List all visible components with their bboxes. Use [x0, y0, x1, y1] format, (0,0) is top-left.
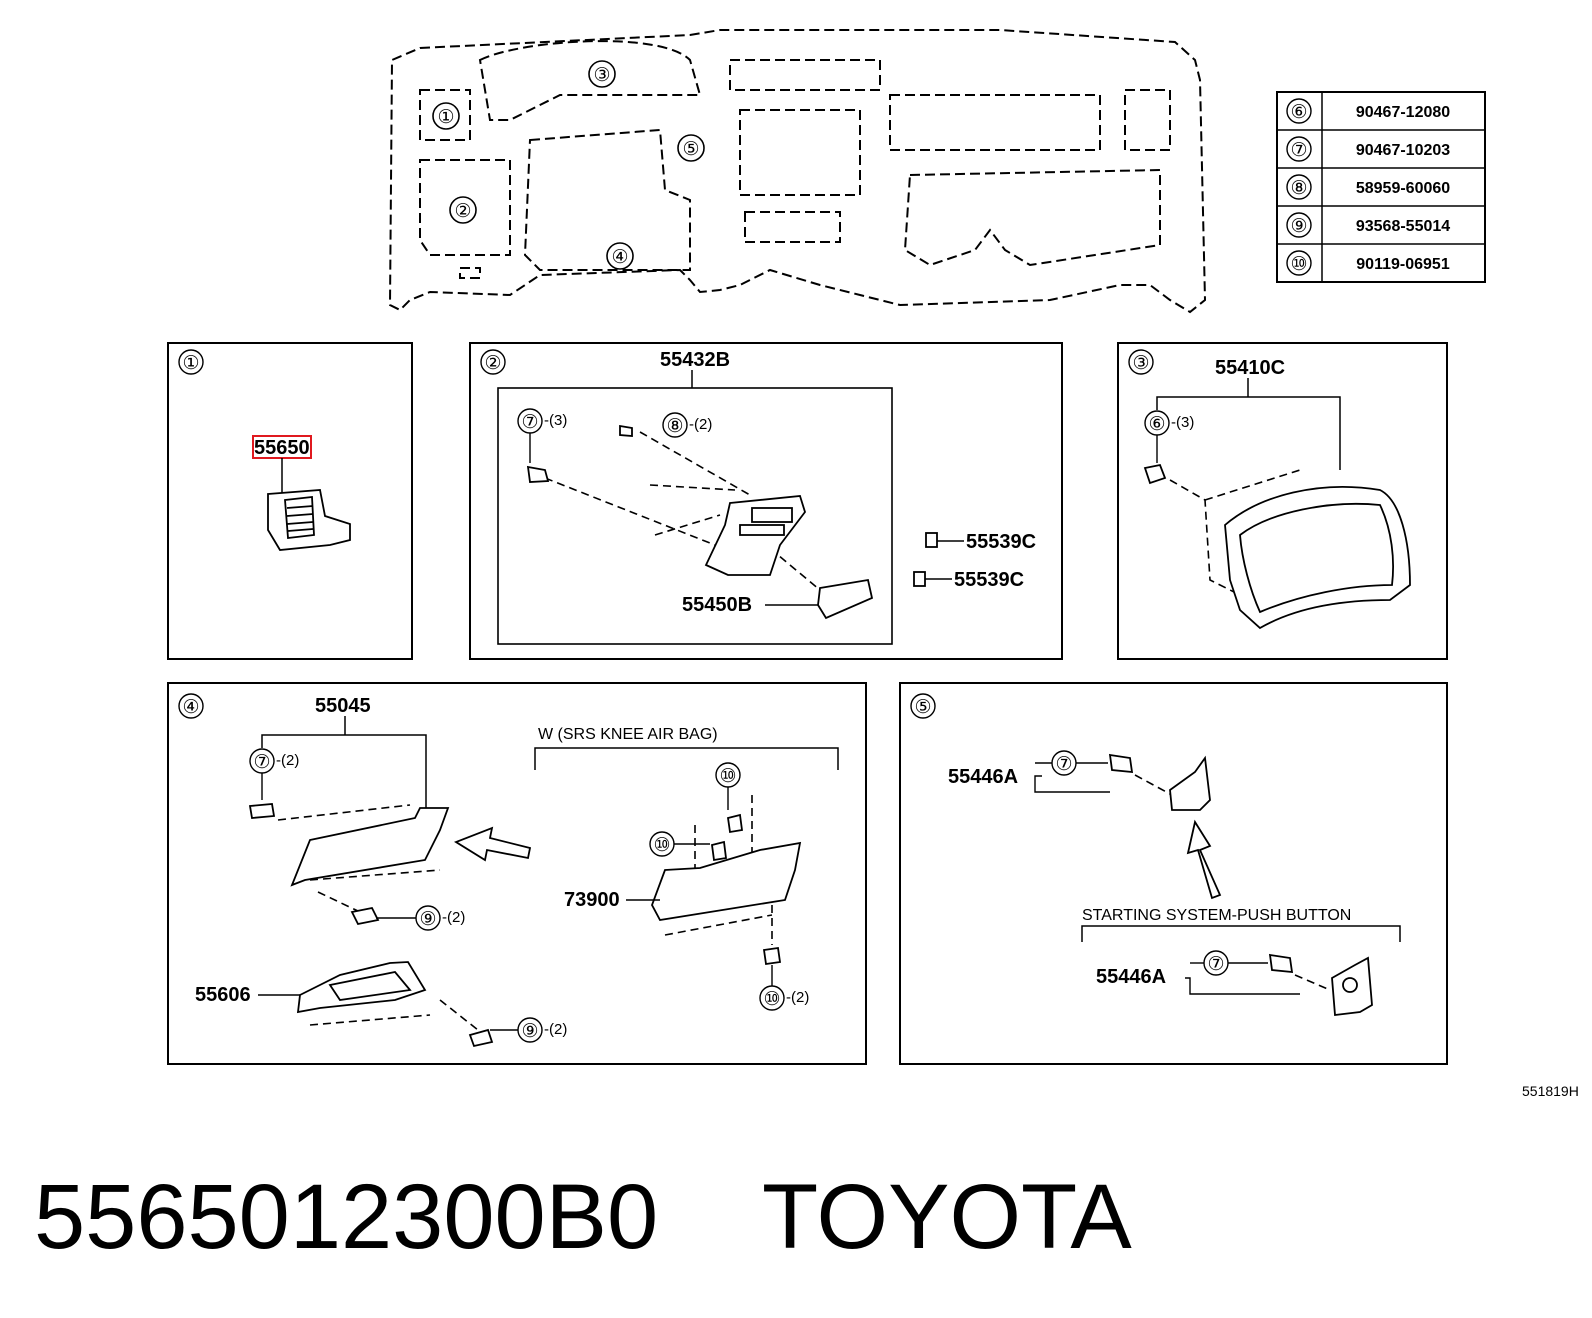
part-73900-label: 73900	[564, 889, 620, 911]
knee-airbag-drawing	[651, 813, 802, 966]
panel-1-callout: ①	[182, 353, 199, 374]
part-55432b-label: 55432B	[660, 349, 730, 371]
panel-4-screw-callout-a: ⑨	[419, 909, 436, 930]
overview-callout-3: ③	[593, 65, 610, 86]
panel-1	[167, 342, 413, 660]
switch-bezel-drawing	[526, 424, 938, 620]
overview-callout-4: ④	[611, 247, 628, 268]
part-55410c-label: 55410C	[1215, 357, 1285, 379]
footer-brand: TOYOTA	[762, 1166, 1132, 1268]
part-55539c-upper-label: 55539C	[966, 531, 1036, 553]
diagram-ref: 551819H	[1522, 1083, 1579, 1099]
direction-arrow-5	[1186, 819, 1222, 900]
panel-5-variant-label: STARTING SYSTEM-PUSH BUTTON	[1082, 907, 1351, 924]
table-ref-6: ⑥	[1290, 102, 1307, 123]
table-part-8: 58959-60060	[1356, 180, 1450, 197]
table-ref-7: ⑦	[1290, 140, 1307, 161]
panel-2-subframe	[497, 387, 893, 645]
part-55539c-lower-label: 55539C	[954, 569, 1024, 591]
panel-4	[167, 682, 867, 1065]
panel-4-clip-callout: ⑦	[253, 752, 270, 773]
panel-2-nut-qty: -(2)	[689, 416, 712, 433]
panel-4-clip-qty: -(2)	[276, 752, 299, 769]
overview-callouts	[432, 60, 705, 270]
panel-3-clip-callout: ⑥	[1148, 414, 1165, 435]
part-55446a-upper-label: 55446A	[948, 766, 1018, 788]
part-55446a-lower-label: 55446A	[1096, 966, 1166, 988]
panel-5-callout: ⑤	[914, 697, 931, 718]
panel-2	[469, 342, 1063, 660]
table-ref-8: ⑧	[1290, 178, 1307, 199]
table-part-7: 90467-10203	[1356, 142, 1450, 159]
overview-callout-5: ⑤	[682, 139, 699, 160]
table-part-6: 90467-12080	[1356, 104, 1450, 121]
panel-2-callout: ②	[484, 353, 501, 374]
panel-3	[1117, 342, 1448, 660]
panel-5-clip-callout-a: ⑦	[1055, 754, 1072, 775]
panel-3-clip-qty: -(3)	[1171, 414, 1194, 431]
panel-4-variant-label: W (SRS KNEE AIR BAG)	[538, 726, 718, 743]
panel-2-nut-callout: ⑧	[666, 416, 683, 437]
part-55045-label: 55045	[315, 695, 371, 717]
panel-4-screw-callout-b: ⑨	[521, 1021, 538, 1042]
overview-callout-2: ②	[454, 201, 471, 222]
panel-5	[899, 682, 1448, 1065]
table-ref-10: ⑩	[1290, 254, 1307, 275]
panel-2-clip-qty: -(3)	[544, 412, 567, 429]
footer-part-number: 5565012300B0	[34, 1166, 658, 1268]
panel-frames	[167, 342, 1448, 1065]
direction-arrow-4	[453, 826, 532, 862]
panel-3-callout: ③	[1132, 353, 1149, 374]
part-55650-label[interactable]: 55650	[254, 437, 310, 459]
switch-base-drawing-a	[1108, 753, 1211, 811]
panel-4-bolt-callout-b: ⑩	[653, 835, 670, 856]
switch-base-drawing-b	[1268, 953, 1373, 1017]
part-55606-label: 55606	[195, 984, 251, 1006]
overview-callout-1: ①	[437, 107, 454, 128]
table-part-9: 93568-55014	[1356, 218, 1450, 235]
table-ref-9: ⑨	[1290, 216, 1307, 237]
register-vent-drawing	[267, 489, 351, 551]
panel-4-bolt-callout-a: ⑩	[719, 766, 736, 787]
panel-4-bolt-qty: -(2)	[786, 989, 809, 1006]
parts-table: ⑥ ⑦ ⑧ ⑨ ⑩ 90467-12080 90467-10203 58959-…	[1276, 91, 1486, 283]
panel-4-bolt-callout-c: ⑩	[763, 989, 780, 1010]
part-55450b-label: 55450B	[682, 594, 752, 616]
panel-2-clip-callout: ⑦	[521, 412, 538, 433]
lower-finish-panel-drawing	[248, 803, 494, 1048]
dashboard-overview	[388, 29, 1207, 314]
panel-4-callout: ④	[182, 697, 199, 718]
panel-4-screw-qty-a: -(2)	[442, 909, 465, 926]
panel-4-screw-qty-b: -(2)	[544, 1021, 567, 1038]
table-part-10: 90119-06951	[1356, 256, 1450, 273]
meter-hood-drawing	[1143, 463, 1411, 630]
panel-5-clip-callout-b: ⑦	[1207, 954, 1224, 975]
